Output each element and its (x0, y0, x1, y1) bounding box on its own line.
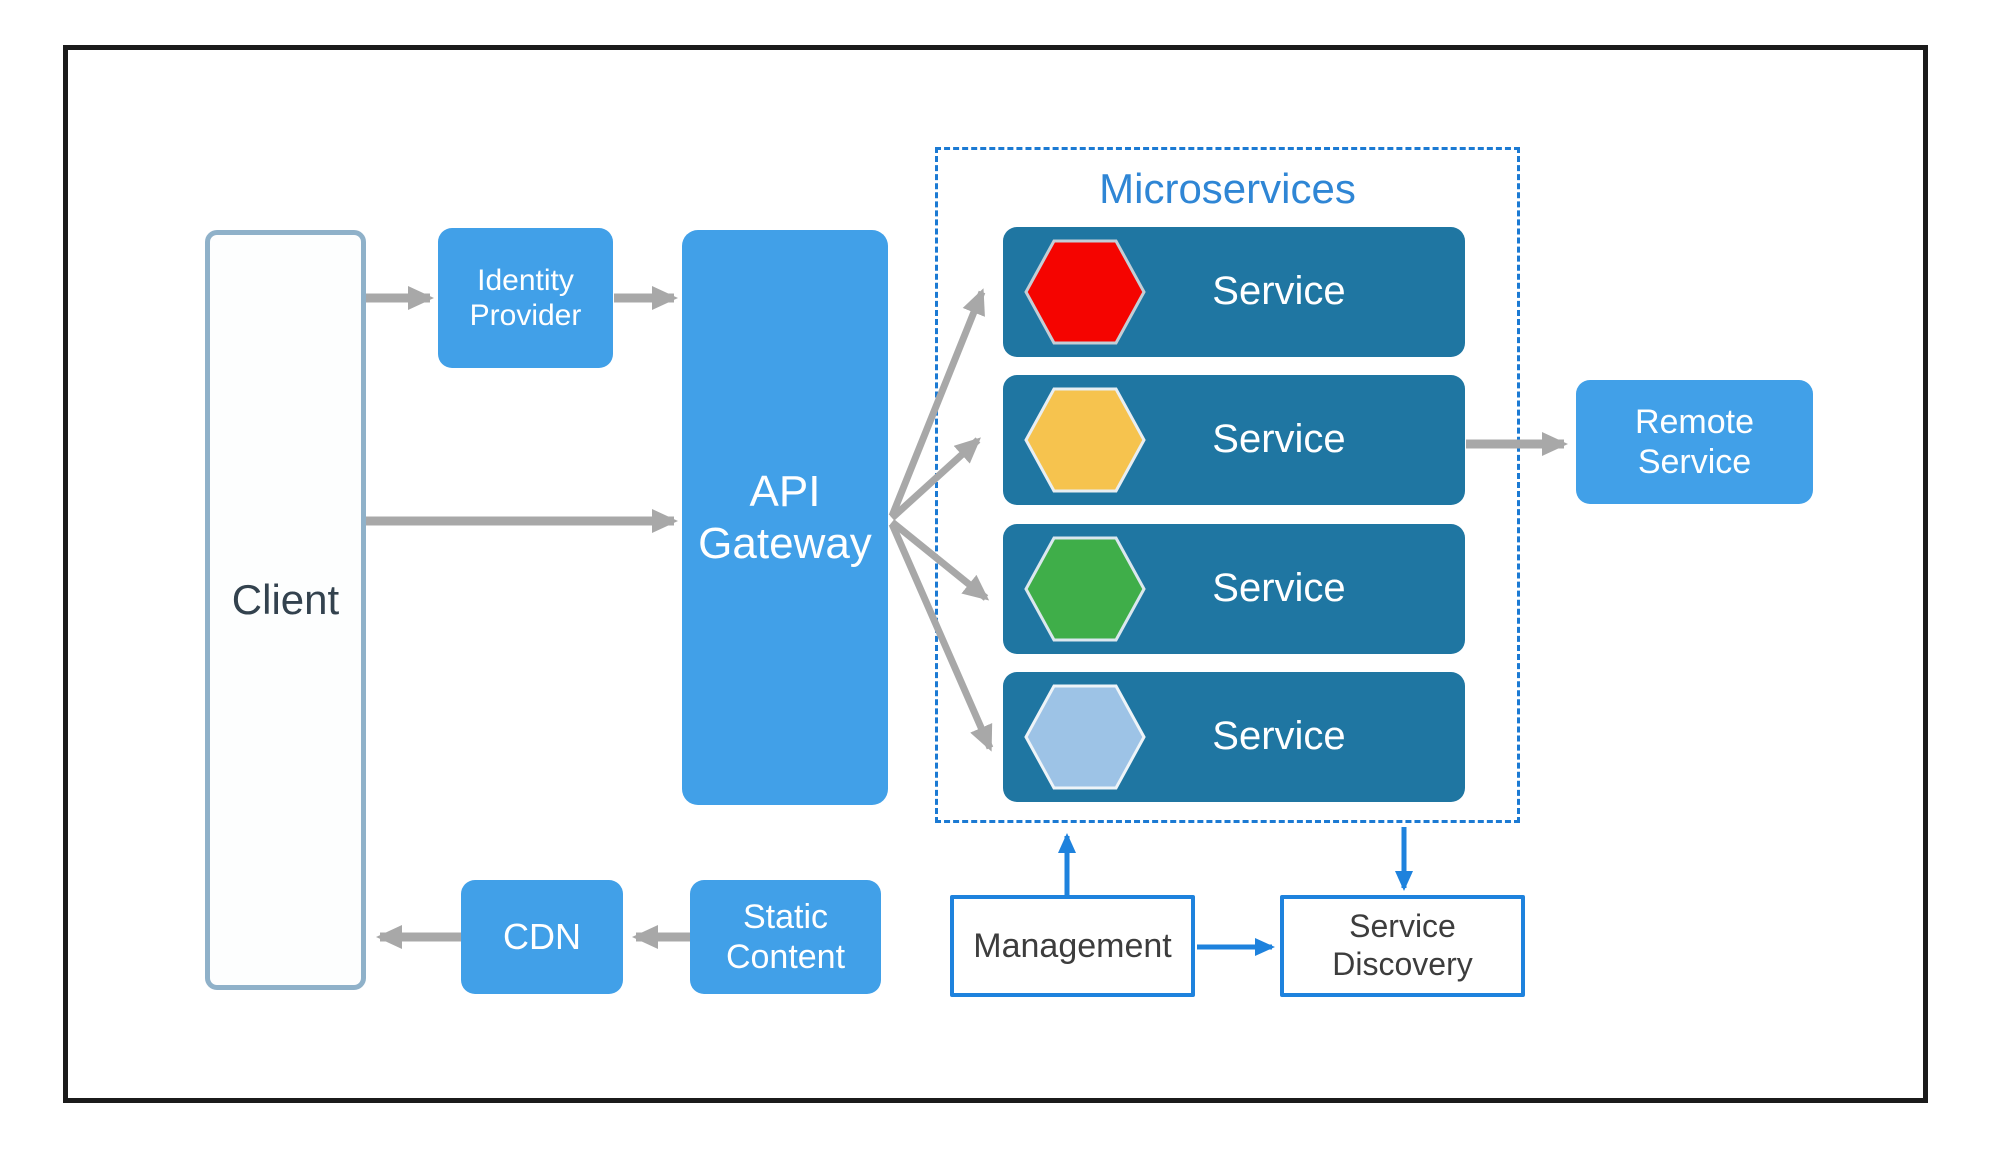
static-content-node: Static Content (690, 880, 881, 994)
service-hexagon-yellow-icon (1024, 387, 1146, 493)
service-hexagon-green-icon (1024, 536, 1146, 642)
identity-provider-node: Identity Provider (438, 228, 613, 368)
service-discovery-label: Service Discovery (1332, 908, 1473, 982)
management-label: Management (973, 926, 1172, 965)
service-hexagon-red-icon (1024, 239, 1146, 345)
remote-service-label: Remote Service (1634, 402, 1755, 481)
service-node-3: Service (1003, 524, 1465, 654)
microservices-title: Microservices (1099, 165, 1356, 212)
static-content-label: Static Content (725, 897, 846, 976)
identity-provider-label: Identity Provider (469, 263, 582, 332)
service-discovery-node: Service Discovery (1280, 895, 1525, 997)
client-node: Client (205, 230, 366, 990)
management-node: Management (950, 895, 1195, 997)
client-label: Client (231, 576, 340, 623)
service-node-4: Service (1003, 672, 1465, 802)
cdn-label: CDN (503, 915, 581, 957)
service-node-1: Service (1003, 227, 1465, 357)
remote-service-node: Remote Service (1576, 380, 1813, 504)
service-label: Service (1212, 417, 1346, 462)
service-label: Service (1212, 714, 1346, 759)
service-hexagon-lightblue-icon (1024, 684, 1146, 790)
service-node-2: Service (1003, 375, 1465, 505)
service-label: Service (1212, 566, 1346, 611)
api-gateway-node: API Gateway (682, 230, 888, 805)
api-gateway-label: API Gateway (698, 466, 872, 568)
cdn-node: CDN (461, 880, 623, 994)
service-label: Service (1212, 269, 1346, 314)
